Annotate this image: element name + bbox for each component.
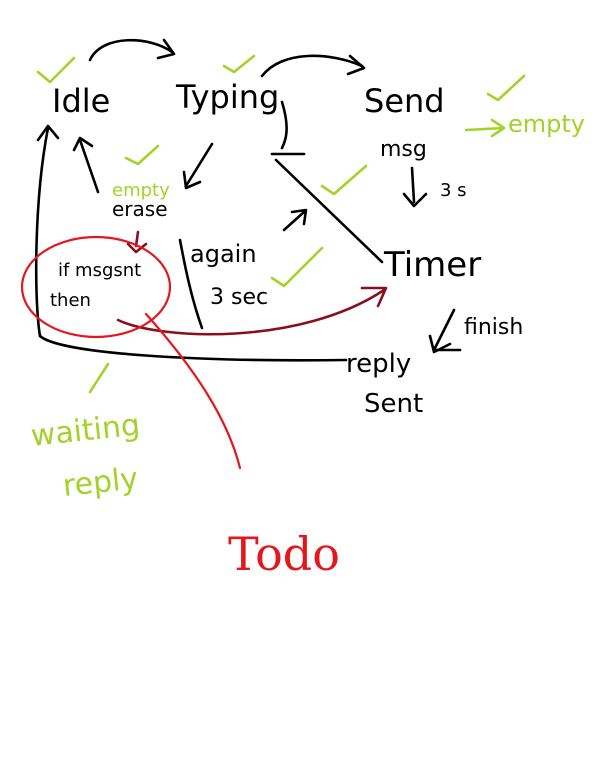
state-typing: Typing bbox=[175, 78, 279, 116]
reply-to-idle-arrowhead bbox=[36, 124, 60, 142]
check-mark-idle bbox=[36, 56, 76, 84]
black-arrows bbox=[34, 38, 462, 362]
again-divider bbox=[178, 238, 204, 330]
idle-to-typing-arrowhead bbox=[156, 38, 176, 60]
check-mark-send bbox=[486, 74, 526, 102]
check-mark-empty-erase bbox=[124, 144, 160, 166]
msg-sent-to-timer-arrowhead bbox=[360, 286, 388, 308]
state-timer: Timer bbox=[383, 245, 481, 285]
erase-down-arrowhead bbox=[126, 242, 148, 254]
erase-to-idle-arrowhead bbox=[72, 136, 94, 152]
state-idle: Idle bbox=[52, 82, 110, 120]
check-mark-timer-back bbox=[320, 164, 368, 196]
send-to-timer-arrow bbox=[410, 166, 416, 204]
erase-down-arrow bbox=[134, 230, 140, 248]
finish-arrow bbox=[432, 308, 456, 352]
green-arrows bbox=[88, 118, 506, 394]
typing-to-send-arrow bbox=[260, 54, 364, 78]
state-reply-sent-line2: Sent bbox=[364, 389, 423, 419]
label-send-empty: empty bbox=[508, 110, 585, 138]
note-reply: reply bbox=[61, 461, 140, 504]
label-3-s: 3 s bbox=[440, 180, 467, 201]
timer-to-typing-arrow bbox=[274, 158, 384, 264]
todo-pointer-line bbox=[144, 312, 242, 470]
state-reply-sent-line1: reply bbox=[346, 349, 411, 379]
note-todo: Todo bbox=[228, 527, 340, 581]
note-waiting: waiting bbox=[29, 408, 141, 454]
send-empty-arrowhead bbox=[490, 118, 506, 138]
waiting-reply-pointer bbox=[88, 362, 110, 394]
again-arrowhead bbox=[290, 208, 308, 226]
label-erase: erase bbox=[112, 197, 168, 221]
condition-then: then bbox=[50, 290, 91, 311]
condition-if-msg-sent: if msgsnt bbox=[58, 260, 141, 281]
typing-to-erase-arrowhead bbox=[182, 170, 202, 190]
reply-to-idle-loop bbox=[34, 126, 50, 338]
label-3-sec: 3 sec bbox=[210, 285, 268, 310]
typing-to-erase-arrow bbox=[184, 142, 214, 188]
red-annotations bbox=[20, 235, 242, 470]
state-send-msg: msg bbox=[380, 137, 427, 162]
send-to-timer-arrowhead bbox=[402, 192, 428, 208]
send-empty-arrow bbox=[464, 126, 506, 132]
todo-circle bbox=[20, 235, 172, 339]
label-finish: finish bbox=[464, 315, 523, 340]
erase-to-idle-arrow bbox=[78, 138, 100, 194]
state-send: Send bbox=[364, 82, 445, 120]
reply-to-idle-bottom bbox=[38, 334, 348, 362]
finish-arrowhead bbox=[428, 334, 452, 354]
typing-loop-line bbox=[280, 100, 288, 150]
typing-to-send-arrowhead bbox=[346, 54, 366, 76]
check-marks bbox=[36, 54, 526, 288]
idle-to-typing-arrow bbox=[88, 38, 174, 62]
check-mark-again bbox=[270, 246, 324, 288]
label-again: again bbox=[190, 240, 257, 268]
check-mark-typing bbox=[222, 54, 256, 74]
again-arrow bbox=[282, 210, 306, 232]
label-empty: empty bbox=[112, 180, 170, 201]
